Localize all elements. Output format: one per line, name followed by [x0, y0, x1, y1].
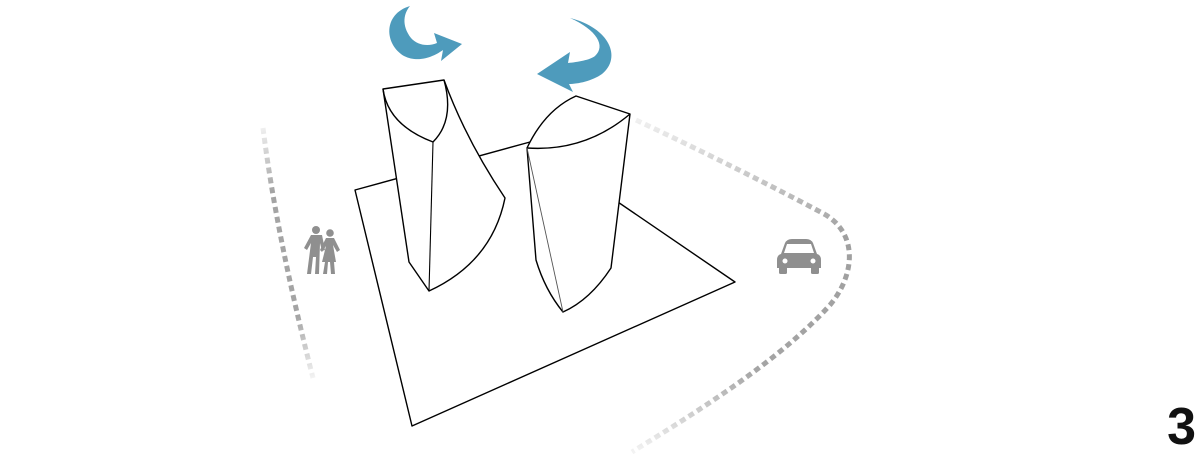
curved-arrow-icon	[389, 6, 462, 61]
curved-arrow-icon	[537, 18, 612, 92]
vehicle-road	[630, 117, 852, 455]
right-tower	[526, 95, 631, 313]
left-tower	[382, 79, 506, 292]
pedestrian-path	[260, 127, 316, 379]
pedestrians-icon	[304, 226, 340, 274]
step-number: 3	[1167, 398, 1196, 456]
car-icon	[777, 239, 821, 274]
